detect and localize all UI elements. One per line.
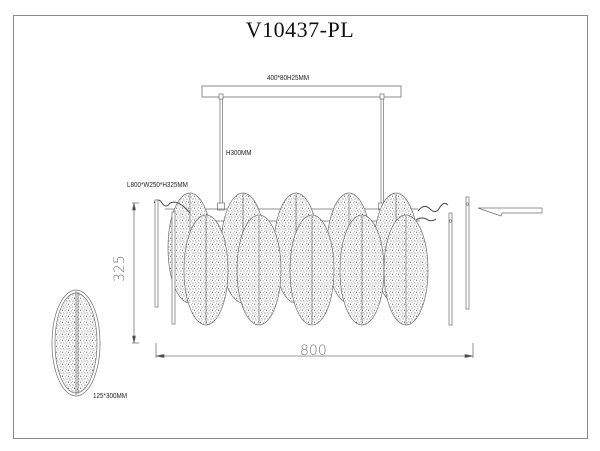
overall-size-label: L800*W250*H325MM bbox=[127, 182, 188, 189]
side-rods-left bbox=[154, 199, 176, 325]
suspension-rods bbox=[217, 93, 386, 211]
width-dimension-text: 800 bbox=[300, 343, 327, 359]
front-row-panels bbox=[183, 214, 429, 326]
model-title: V10437-PL bbox=[245, 17, 355, 42]
side-view-rods bbox=[448, 196, 470, 326]
panel-size-label: 125*300MM bbox=[93, 393, 127, 400]
canopy bbox=[201, 85, 402, 98]
panel-detail bbox=[51, 289, 101, 397]
drawing-frame bbox=[13, 15, 588, 439]
width-dimension bbox=[155, 343, 474, 358]
rod-height-label: H300MM bbox=[226, 150, 252, 157]
canopy-size-label: 400*80H25MM bbox=[267, 75, 310, 82]
bracket-side-view bbox=[477, 207, 543, 217]
height-dimension bbox=[132, 202, 139, 344]
